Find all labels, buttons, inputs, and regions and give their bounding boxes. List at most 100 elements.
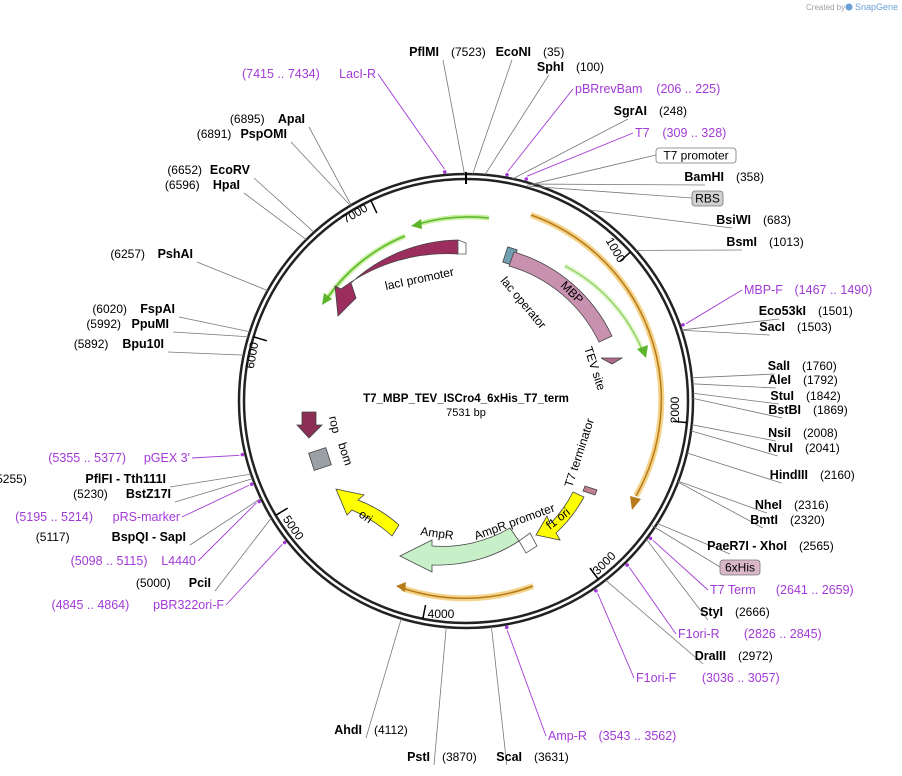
rop-feature[interactable] xyxy=(296,411,323,439)
site-label[interactable]: AleI(1792) xyxy=(768,373,838,387)
site-label[interactable]: BamHI(358) xyxy=(684,170,764,184)
primer-label[interactable]: F1ori-F(3036 .. 3057) xyxy=(636,671,780,685)
primer-marker xyxy=(282,540,287,545)
site-label[interactable]: PciI(5000) xyxy=(136,576,211,590)
site-label[interactable]: BstBI(1869) xyxy=(768,403,847,417)
site-label[interactable]: BspQI - SapI(5117) xyxy=(36,530,186,544)
site-leader-line xyxy=(290,141,351,206)
tick-mark xyxy=(253,336,268,342)
site-name: SacI xyxy=(759,320,785,334)
site-label[interactable]: BsmI(1013) xyxy=(726,235,803,249)
site-label[interactable]: DraIII(2972) xyxy=(695,649,773,663)
site-label[interactable]: NruI(2041) xyxy=(768,441,840,455)
ampr-feature[interactable] xyxy=(399,527,520,573)
primer-label[interactable]: pBR322ori-F(4845 .. 4864) xyxy=(51,598,224,612)
site-label[interactable]: PshAI (6257) xyxy=(110,247,193,261)
site-label[interactable]: Bpu10I(5892) xyxy=(74,337,164,351)
ori-feature[interactable] xyxy=(335,488,400,537)
primer-label[interactable]: pRS-marker(5195 .. 5214) xyxy=(15,510,180,524)
plasmid-title: T7_MBP_TEV_ISCro4_6xHis_T7_term 7531 bp xyxy=(363,393,569,419)
site-name: PflMI xyxy=(409,45,439,59)
site-label[interactable]: StyI(2666) xyxy=(700,605,770,619)
site-label[interactable]: EcoRV(6652) xyxy=(167,163,250,177)
t7-promoter-box[interactable]: T7 promoter xyxy=(655,147,737,164)
primer-leader-line xyxy=(197,502,257,562)
site-label[interactable]: PflMI(7523) xyxy=(409,45,486,59)
orf-arc-right xyxy=(530,214,663,497)
bom-feature[interactable] xyxy=(308,447,332,471)
tick-label: 6000 xyxy=(243,341,261,370)
his-tag-box[interactable]: 6xHis xyxy=(719,559,761,576)
site-position: (1760) xyxy=(802,359,837,373)
site-position: (683) xyxy=(763,213,791,227)
primer-leader-line xyxy=(526,132,634,177)
primer-label[interactable]: T7(309 .. 328) xyxy=(635,126,726,140)
rbs-box[interactable]: RBS xyxy=(691,190,724,207)
primer-label[interactable]: LacI-R(7415 .. 7434) xyxy=(242,67,376,81)
site-label[interactable]: PaeR7I - XhoI(2565) xyxy=(707,539,834,553)
site-label[interactable]: NsiI(2008) xyxy=(768,426,838,440)
site-name: ScaI xyxy=(496,750,522,764)
site-position: (6257) xyxy=(110,247,145,261)
site-position: (1503) xyxy=(797,320,832,334)
site-label[interactable]: ScaI(3631) xyxy=(496,750,568,764)
primer-label[interactable]: F1ori-R(2826 .. 2845) xyxy=(678,627,822,641)
site-label[interactable]: PspOMI(6891) xyxy=(197,127,287,141)
site-position: (5892) xyxy=(74,337,109,351)
lac-operator-label: lac operator xyxy=(498,274,549,332)
primer-label[interactable]: Amp-R(3543 .. 3562) xyxy=(548,729,676,743)
site-label[interactable]: PflFI - Tth111I(5255) xyxy=(0,472,166,486)
site-leader-line xyxy=(189,498,262,546)
site-label[interactable]: StuI(1842) xyxy=(770,389,840,403)
primer-name: T7 xyxy=(635,126,650,140)
site-label[interactable]: NheI(2316) xyxy=(755,498,829,512)
ampr-promoter-arrow xyxy=(518,532,538,554)
site-name: BsiWI xyxy=(716,213,751,227)
f1-ori-feature[interactable] xyxy=(535,491,585,541)
mbp-feature[interactable] xyxy=(508,251,613,343)
site-label[interactable]: SacI (1503) xyxy=(759,320,831,334)
laci-feature[interactable] xyxy=(334,239,459,317)
site-label[interactable]: SgrAI(248) xyxy=(614,104,687,118)
primer-label[interactable]: L4440(5098 .. 5115) xyxy=(71,554,196,568)
site-name: NheI xyxy=(755,498,782,512)
orf-arc-bottom xyxy=(401,585,534,600)
primer-label[interactable]: MBP-F(1467 .. 1490) xyxy=(744,283,872,297)
site-leader-line xyxy=(484,74,550,176)
orf-arrowhead-mbp xyxy=(637,345,648,358)
site-label[interactable]: HindIII(2160) xyxy=(770,468,855,482)
primer-label[interactable]: pGEX 3'(5355 .. 5377) xyxy=(48,451,190,465)
primer-name: pBR322ori-F xyxy=(153,598,224,612)
site-label[interactable]: EcoNI(35) xyxy=(496,45,565,59)
site-label[interactable]: ApaI(6895) xyxy=(230,112,305,126)
site-label[interactable]: BsiWI (683) xyxy=(716,213,791,227)
site-label[interactable]: Eco53kI(1501) xyxy=(759,304,853,318)
site-name: HpaI xyxy=(213,178,240,192)
site-position: (2972) xyxy=(738,649,773,663)
site-name: PshAI xyxy=(158,247,193,261)
primer-marker xyxy=(504,625,509,630)
site-label[interactable]: BmtI(2320) xyxy=(750,513,824,527)
plasmid-length: 7531 bp xyxy=(446,407,486,419)
site-label[interactable]: AhdI(4112) xyxy=(334,723,408,737)
site-position: (2160) xyxy=(820,468,855,482)
site-label[interactable]: FspAI(6020) xyxy=(92,302,175,316)
site-label[interactable]: HpaI(6596) xyxy=(165,178,240,192)
site-label[interactable]: SphI(100) xyxy=(537,60,604,74)
primer-label[interactable]: pBRrevBam(206 .. 225) xyxy=(575,82,720,96)
site-label[interactable]: PpuMI(5992) xyxy=(86,317,169,331)
box-frame xyxy=(719,559,761,576)
site-label[interactable]: PstI(3870) xyxy=(407,750,477,764)
site-position: (2008) xyxy=(803,426,838,440)
primer-position: (5355 .. 5377) xyxy=(48,451,126,465)
site-position: (6652) xyxy=(167,163,202,177)
box-frame xyxy=(655,147,737,164)
site-leader-line xyxy=(677,481,763,529)
site-leader-line xyxy=(243,192,307,240)
site-leader-line xyxy=(253,177,315,233)
site-position: (1792) xyxy=(803,373,838,387)
site-label[interactable]: BstZ17I(5230) xyxy=(73,487,171,501)
site-label[interactable]: SalI(1760) xyxy=(768,359,837,373)
site-position: (2565) xyxy=(799,539,834,553)
primer-label[interactable]: T7 Term(2641 .. 2659) xyxy=(710,583,854,597)
